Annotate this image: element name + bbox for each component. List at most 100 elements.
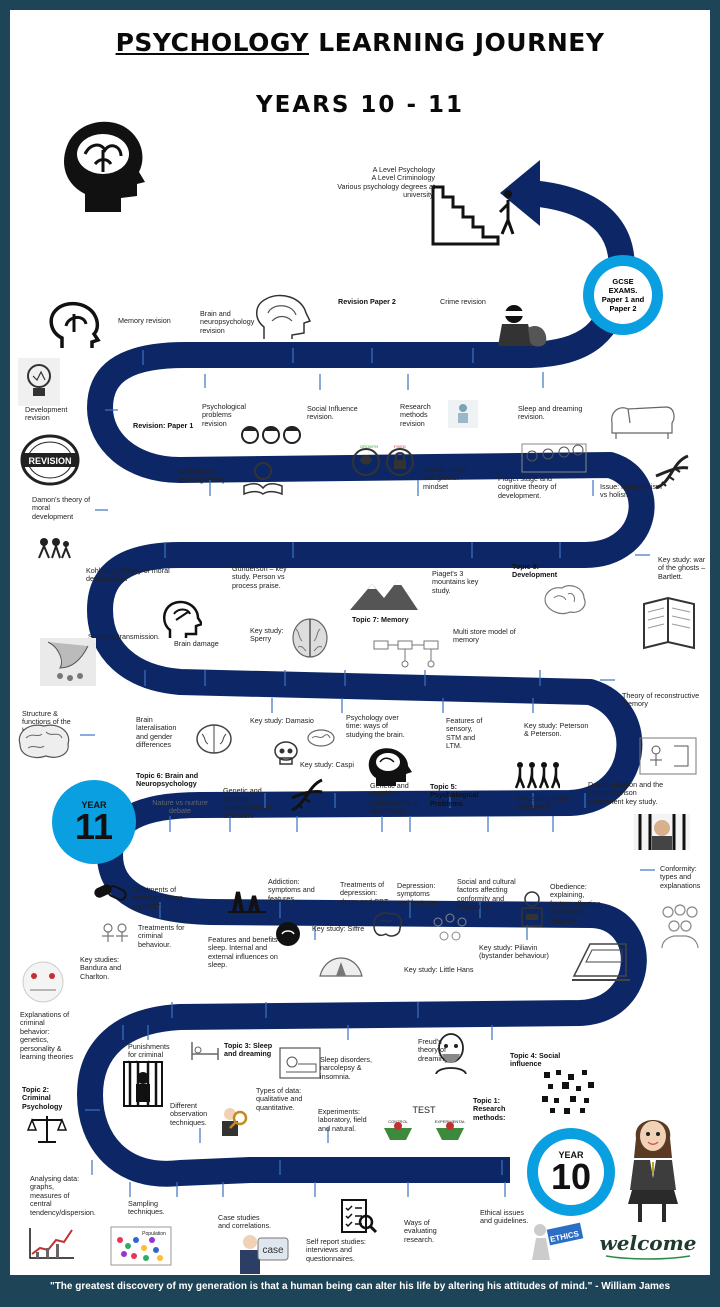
lateralisation-label: Brain lateralisation and gender differen… — [136, 715, 177, 750]
synapse-icon — [40, 638, 96, 686]
head-outline-icon — [49, 301, 101, 348]
treat-depression-label: Treatments of depression: drugs and CBT. — [340, 880, 390, 906]
piliavin-label: Key study: Piliavin (bystander behaviour… — [479, 943, 549, 961]
future-pathways: A Level Psychology A Level Criminology V… — [337, 165, 435, 200]
control-sign-text: CONTROL — [388, 1119, 408, 1124]
caspi-label: Key study: Caspi — [300, 760, 354, 769]
train-icon — [572, 943, 630, 981]
social-influence-revision-label: Social Influence revision. — [307, 404, 358, 422]
year-10-badge: YEAR 10 — [527, 1128, 615, 1216]
issue-reductionism-label: Issue: reductionism vs holism — [600, 482, 662, 500]
revision-stamp-text: REVISION — [28, 456, 71, 466]
types-data-label: Types of data: qualitative and quantitat… — [256, 1086, 303, 1112]
year-11-badge: YEAR 11 — [52, 780, 136, 864]
journey-road — [77, 160, 655, 1197]
stairs-climber-icon — [431, 185, 515, 246]
svg-text:FIXED: FIXED — [394, 444, 406, 449]
year-10-number: 10 — [550, 1156, 592, 1197]
learning-lightbulb-book-icon — [243, 462, 283, 496]
research-figure-icon — [448, 400, 478, 428]
schoolgirl-icon — [628, 1120, 678, 1222]
brain-outline-icon — [373, 912, 402, 937]
revision-stamp-icon: REVISION — [20, 434, 80, 486]
features-sleep-label: Features and benefits of sleep. Internal… — [208, 935, 286, 970]
revision-paper2-label: Revision Paper 2 — [338, 297, 396, 306]
magnifier-person-icon — [222, 1108, 248, 1136]
bandura-label: Key studies: Bandura and Charlton. — [80, 955, 122, 981]
children-icon — [38, 538, 71, 559]
graph-chart-icon — [29, 1228, 74, 1259]
experimental-sign-text: EXPERIMENTAL — [435, 1119, 466, 1124]
road-arrowhead — [500, 160, 540, 226]
dna-icon — [655, 454, 689, 490]
scattered-icons-icon — [542, 1070, 594, 1114]
milgram-figure-icon — [521, 891, 543, 927]
thinking-faces-icon — [241, 426, 301, 444]
welcome-sign-icon: welcome — [600, 1231, 696, 1260]
cave-tent-icon — [319, 957, 363, 977]
topic4-label: Topic 4: Social influence — [510, 1051, 561, 1069]
psych-problems-revision-label: Psychological problems revision — [202, 402, 246, 428]
head-profile-icon — [256, 294, 312, 339]
burglar-icon — [498, 305, 547, 347]
poster: PSYCHOLOGY LEARNING JOURNEY YEARS 10 - 1… — [10, 10, 710, 1275]
peterson-label: Key study: Peterson & Peterson. — [524, 721, 589, 739]
crowd-icon — [661, 904, 699, 949]
mountains-icon — [350, 580, 418, 610]
dweck-label: Dweck: Fixed and growth mindset — [423, 465, 467, 491]
test-sign-text: TEST — [412, 1105, 436, 1115]
psych-over-time-label: Psychology over time: ways of studying t… — [346, 713, 405, 739]
addiction-symptoms-label: Addiction: symptoms and features. — [268, 877, 315, 903]
nature-nurture-label: Nature vs nurture debate — [152, 798, 208, 816]
bed-icon — [191, 1042, 219, 1060]
ways-evaluating-label: Ways of evaluating research. — [404, 1218, 437, 1244]
years-subtitle: YEARS 10 - 11 — [255, 92, 465, 118]
treat-addiction-label: Treatments of addiction: drugs and CBT. — [132, 885, 183, 911]
topic5-label: Topic 5: Psychological Problems — [430, 782, 479, 808]
dna-strand-icon — [291, 778, 323, 812]
depression-head-icon — [368, 748, 412, 786]
memory-model-icon — [373, 640, 439, 668]
main-title: PSYCHOLOGY LEARNING JOURNEY — [10, 28, 710, 57]
sleeping-person-icon — [279, 1047, 321, 1079]
case-icon-text: case — [262, 1245, 284, 1256]
ethical-label: Ethical issues and guidelines. — [480, 1208, 529, 1226]
memory-revision-label: Memory revision — [118, 316, 171, 325]
topic2-label: Topic 2: Criminal Psychology — [22, 1085, 63, 1111]
case-study-icon: case — [240, 1235, 289, 1274]
title-psychology: PSYCHOLOGY — [115, 28, 310, 57]
piaget-mountains-label: Piaget's 3 mountains key study. — [432, 569, 479, 595]
sleep-dreaming-revision-label: Sleep and dreaming revision. — [518, 404, 583, 422]
brain-damage-head-icon — [163, 600, 202, 638]
addiction-scene-icon — [228, 891, 266, 913]
treat-criminal-label: Treatments for criminal behaviour. — [138, 923, 185, 949]
test-control-icon: TEST CONTROL EXPERIMENTAL — [384, 1105, 466, 1140]
population-text: Population — [142, 1231, 166, 1237]
revision-paper1-label: Revision: Paper 1 — [133, 421, 194, 430]
bandura-logo-icon — [22, 961, 64, 1003]
experiments-label: Experiments: laboratory, field and natur… — [318, 1107, 367, 1133]
analysing-data-label: Analysing data: graphs, measures of cent… — [30, 1174, 96, 1217]
pills-icon — [94, 884, 127, 901]
genetic-depression-label: Genetic and cognitive explanations of de… — [370, 781, 419, 816]
brain-scan-icon — [307, 729, 335, 747]
genetic-addiction-label: Genetic and learning explanations of add… — [223, 786, 272, 821]
ethics-person-icon: ETHICS — [532, 1222, 584, 1260]
topic3-label: Topic 3: Sleep and dreaming — [224, 1041, 273, 1059]
social-cultural-label: Social and cultural factors affecting co… — [457, 877, 516, 912]
depression-symptoms-label: Depression: symptoms and features. — [397, 881, 439, 907]
skull-icon — [274, 741, 298, 765]
road-path — [77, 180, 655, 1187]
blind-obedience-label: Preventing blind obedience. — [516, 794, 568, 812]
conformity-label: Conformity: types and explanations — [660, 864, 701, 890]
quote-footer: "The greatest discovery of my generation… — [49, 1281, 671, 1292]
split-brain-icon — [292, 618, 328, 658]
damasio-label: Key study: Damasio — [250, 716, 314, 725]
piaget-stages-icon — [521, 443, 587, 473]
reconstructive-label: Theory of reconstructive memory — [622, 691, 700, 709]
brain-sketch-icon — [544, 585, 586, 615]
sampling-label: Sampling techniques. — [128, 1199, 165, 1217]
prisoner-icon — [634, 814, 690, 850]
research-methods-revision-label: Research methods revision — [400, 402, 431, 428]
prison-bars-icon — [123, 1061, 163, 1107]
